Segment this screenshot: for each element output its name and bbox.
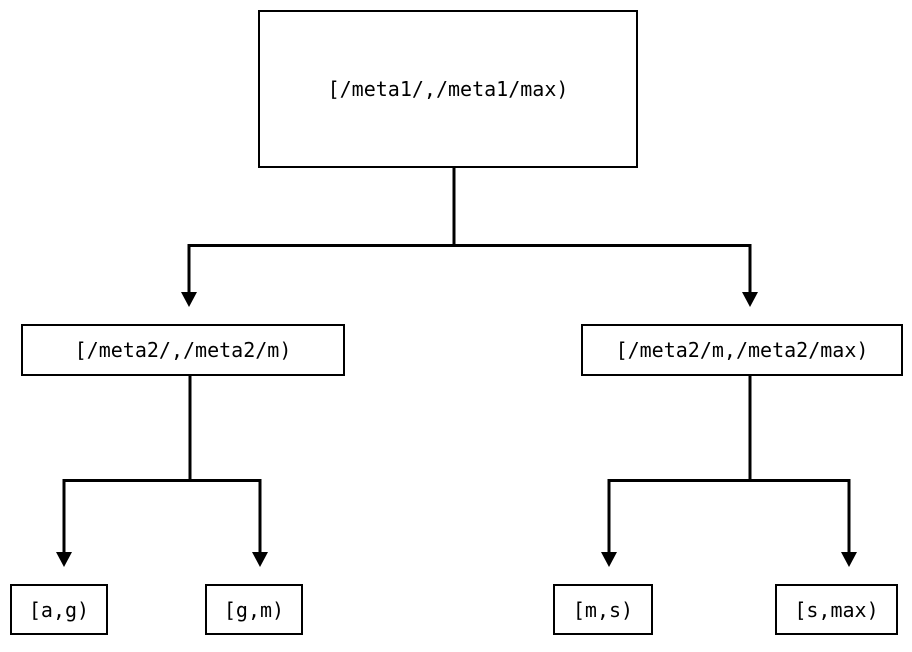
tree-node-leaf-2[interactable]: [m,s) [553, 584, 653, 635]
tree-node-root-label: [/meta1/,/meta1/max) [327, 77, 569, 101]
tree-node-leaf-1[interactable]: [g,m) [205, 584, 303, 635]
arrowhead-to-leaf-3-icon [841, 552, 857, 567]
arrowhead-to-leaf-2-icon [601, 552, 617, 567]
edge-midright-to-leaves-group [601, 376, 857, 567]
tree-node-leaf-2-label: [m,s) [572, 597, 634, 622]
tree-node-leaf-3-label: [s,max) [794, 597, 879, 622]
tree-node-leaf-3[interactable]: [s,max) [775, 584, 898, 635]
arrowhead-to-leaf-1-icon [252, 552, 268, 567]
tree-node-leaf-1-label: [g,m) [223, 597, 285, 622]
tree-node-mid-left[interactable]: [/meta2/,/meta2/m) [21, 324, 345, 376]
tree-node-leaf-0[interactable]: [a,g) [10, 584, 108, 635]
tree-node-leaf-0-label: [a,g) [28, 597, 90, 622]
tree-node-mid-right-label: [/meta2/m,/meta2/max) [615, 338, 869, 362]
tree-node-mid-right[interactable]: [/meta2/m,/meta2/max) [581, 324, 903, 376]
arrowhead-to-leaf-0-icon [56, 552, 72, 567]
arrowhead-to-mid-left-icon [181, 292, 197, 307]
tree-node-mid-left-label: [/meta2/,/meta2/m) [74, 338, 292, 362]
arrowhead-to-mid-right-icon [742, 292, 758, 307]
edge-midleft-to-leaves-group [56, 376, 268, 567]
tree-node-root[interactable]: [/meta1/,/meta1/max) [258, 10, 638, 168]
edge-root-to-mid-group [181, 168, 758, 307]
